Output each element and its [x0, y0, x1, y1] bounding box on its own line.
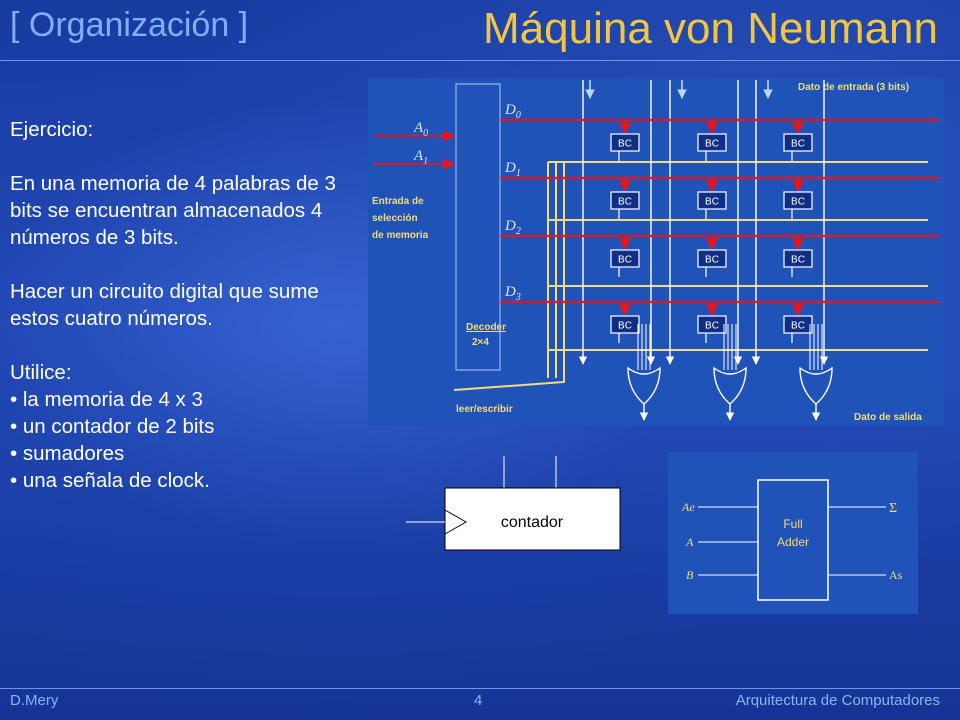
address-input-subscript: 1 — [423, 156, 428, 167]
memory-cell-label: BC — [705, 139, 719, 150]
rw-label: leer/escribir — [456, 404, 513, 415]
memory-cell — [783, 191, 813, 210]
adder-label-line-1: Full — [783, 517, 802, 531]
bottom-divider — [0, 688, 960, 689]
counter-diagram: contador — [406, 456, 621, 551]
list-item: un contador de 2 bits — [10, 413, 360, 440]
memory-cell — [783, 249, 813, 268]
footer-course: Arquitectura de Computadores — [735, 692, 940, 709]
memory-cell-label: BC — [791, 139, 805, 150]
memory-cell-label: BC — [705, 255, 719, 266]
list-item: una señala de clock. — [10, 467, 360, 494]
memory-cell — [697, 315, 727, 334]
counter-box — [444, 487, 621, 551]
section-label: [ Organización ] — [10, 6, 249, 44]
slide-title: Máquina von Neumann — [483, 4, 938, 53]
a-in-label: A — [685, 535, 694, 549]
memory-cell — [610, 133, 640, 152]
memory-cell-label: BC — [791, 321, 805, 332]
footer-author: D.Mery — [10, 692, 59, 709]
input-data-label: Dato de entrada (3 bits) — [798, 82, 909, 93]
rw-input-line — [453, 350, 565, 391]
memory-cell-label: BC — [618, 321, 632, 332]
diagram-background — [368, 78, 944, 426]
adder-label-line-2: Adder — [777, 535, 809, 549]
select-label-line-3: de memoria — [372, 230, 429, 241]
exercise-paragraph-2: Hacer un circuito digital que sume estos… — [10, 280, 319, 330]
memory-cell — [697, 191, 727, 210]
decoder-output-subscript: 0 — [516, 110, 521, 121]
footer-page-number: 4 — [474, 692, 483, 709]
decoder-output-subscript: 3 — [515, 292, 521, 303]
memory-diagram: Decoder 2×4 Dato de entrada (3 bits) Dat… — [368, 78, 944, 426]
address-input-subscript: 0 — [423, 128, 428, 139]
counter-label: contador — [501, 514, 564, 531]
memory-cell-label: BC — [618, 255, 632, 266]
memory-cell-label: BC — [618, 139, 632, 150]
clock-triangle — [444, 509, 468, 535]
or-gate — [713, 366, 747, 405]
select-label-line-1: Entrada de — [372, 196, 424, 207]
exercise-text: Ejercicio: En una memoria de 4 palabras … — [10, 116, 360, 494]
b-in-label: B — [686, 568, 694, 582]
decoder-box — [455, 83, 501, 371]
memory-cell — [610, 315, 640, 334]
adder-background — [668, 452, 918, 614]
or-gate — [627, 366, 661, 405]
requirements-list: la memoria de 4 x 3 un contador de 2 bit… — [10, 386, 360, 494]
memory-cell — [610, 249, 640, 268]
decoder-output-subscript: 2 — [516, 226, 521, 237]
use-heading: Utilice: — [10, 361, 72, 384]
memory-cell-label: BC — [705, 197, 719, 208]
carry-in-label: Ae — [681, 500, 695, 514]
memory-cell — [783, 133, 813, 152]
sum-out-label: Σ — [889, 501, 897, 516]
exercise-heading: Ejercicio: — [10, 118, 94, 141]
or-gate — [799, 366, 833, 405]
memory-cell — [783, 315, 813, 334]
memory-cell-label: BC — [791, 197, 805, 208]
top-divider — [0, 60, 960, 61]
memory-cell-label: BC — [618, 197, 632, 208]
decoder-size: 2×4 — [472, 337, 489, 348]
select-label-line-2: selección — [372, 213, 418, 224]
memory-cell — [610, 191, 640, 210]
memory-cell — [697, 133, 727, 152]
carry-out-label: As — [889, 568, 903, 582]
list-item: la memoria de 4 x 3 — [10, 386, 360, 413]
memory-cell-label: BC — [791, 255, 805, 266]
adder-box — [757, 479, 829, 601]
exercise-paragraph-1: En una memoria de 4 palabras de 3 bits s… — [10, 172, 336, 249]
memory-cell-label: BC — [705, 321, 719, 332]
decoder-label: Decoder — [466, 322, 506, 333]
output-data-label: Dato de salida — [854, 412, 922, 423]
list-item: sumadores — [10, 440, 360, 467]
memory-cell — [697, 249, 727, 268]
full-adder-diagram: Full Adder Ae A B Σ As — [668, 452, 918, 614]
decoder-output-subscript: 1 — [516, 168, 521, 179]
